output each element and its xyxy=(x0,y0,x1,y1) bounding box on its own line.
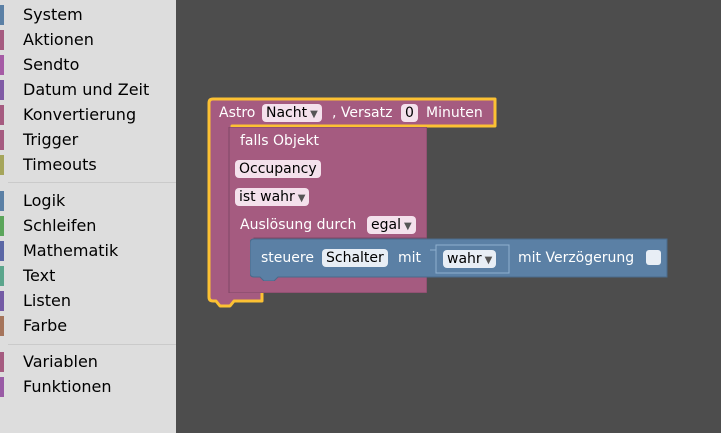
trigger-dropdown[interactable]: egal▼ xyxy=(367,216,416,234)
object-value: Occupancy xyxy=(239,161,317,177)
dropdown-arrow-icon: ▼ xyxy=(484,255,493,266)
toolbox-separator xyxy=(8,182,176,183)
unit-label: Minuten xyxy=(426,105,483,121)
dropdown-arrow-icon: ▼ xyxy=(310,109,318,120)
value-dropdown[interactable]: wahr▼ xyxy=(443,250,497,268)
category-label: Trigger xyxy=(23,130,79,149)
target-value: Schalter xyxy=(326,250,384,266)
category-label: Schleifen xyxy=(23,216,97,235)
category-schleifen[interactable]: Schleifen xyxy=(0,215,176,237)
versatz-label: , Versatz xyxy=(332,105,393,121)
category-color-bar xyxy=(0,241,4,261)
offset-input[interactable]: 0 xyxy=(401,104,418,122)
category-trigger[interactable]: Trigger xyxy=(0,129,176,151)
toolbox-separator xyxy=(8,344,176,345)
category-color-bar xyxy=(0,352,4,372)
category-mathematik[interactable]: Mathematik xyxy=(0,240,176,262)
toolbox: System Aktionen Sendto Datum und Zeit Ko… xyxy=(0,0,176,433)
category-label: Timeouts xyxy=(23,155,97,174)
dropdown-arrow-icon: ▼ xyxy=(403,221,412,232)
category-color-bar xyxy=(0,316,4,336)
category-label: Text xyxy=(23,266,56,285)
category-farbe[interactable]: Farbe xyxy=(0,315,176,337)
category-color-bar xyxy=(0,191,4,211)
category-label: Logik xyxy=(23,191,66,210)
target-field[interactable]: Schalter xyxy=(322,249,388,267)
category-color-bar xyxy=(0,216,4,236)
astro-event-dropdown[interactable]: Nacht▼ xyxy=(262,104,322,122)
falls-label: falls Objekt xyxy=(240,133,320,149)
condition-value: ist wahr xyxy=(239,189,295,205)
category-color-bar xyxy=(0,30,4,50)
category-color-bar xyxy=(0,80,4,100)
category-color-bar xyxy=(0,105,4,125)
category-color-bar xyxy=(0,291,4,311)
category-text[interactable]: Text xyxy=(0,265,176,287)
delay-checkbox[interactable] xyxy=(646,250,661,265)
category-timeouts[interactable]: Timeouts xyxy=(0,154,176,176)
trigger-label: Auslösung durch xyxy=(240,217,357,233)
steuere-label: steuere xyxy=(261,250,314,266)
category-funktionen[interactable]: Funktionen xyxy=(0,376,176,398)
blockly-workspace[interactable]: Astro Nacht▼ , Versatz 0 Minuten falls O… xyxy=(176,0,721,433)
category-label: Konvertierung xyxy=(23,105,137,124)
trigger-value: egal xyxy=(371,217,401,233)
category-label: Aktionen xyxy=(23,30,94,49)
category-system[interactable]: System xyxy=(0,4,176,26)
category-color-bar xyxy=(0,155,4,175)
category-label: Farbe xyxy=(23,316,68,335)
astro-label: Astro xyxy=(219,105,256,121)
category-label: Listen xyxy=(23,291,71,310)
condition-dropdown[interactable]: ist wahr▼ xyxy=(235,188,310,206)
category-aktionen[interactable]: Aktionen xyxy=(0,29,176,51)
delay-label: mit Verzögerung xyxy=(518,250,635,266)
category-konvertierung[interactable]: Konvertierung xyxy=(0,104,176,126)
dropdown-arrow-icon: ▼ xyxy=(297,193,306,204)
category-color-bar xyxy=(0,130,4,150)
category-label: Funktionen xyxy=(23,377,112,396)
category-label: Mathematik xyxy=(23,241,119,260)
astro-event-value: Nacht xyxy=(266,105,308,121)
value-value: wahr xyxy=(447,251,482,267)
category-color-bar xyxy=(0,55,4,75)
object-field[interactable]: Occupancy xyxy=(235,160,321,178)
offset-value: 0 xyxy=(405,105,414,121)
category-label: Sendto xyxy=(23,55,80,74)
category-listen[interactable]: Listen xyxy=(0,290,176,312)
category-label: Datum und Zeit xyxy=(23,80,150,99)
category-color-bar xyxy=(0,266,4,286)
category-datum-und-zeit[interactable]: Datum und Zeit xyxy=(0,79,176,101)
category-color-bar xyxy=(0,5,4,25)
mit-label: mit xyxy=(398,250,422,266)
category-logik[interactable]: Logik xyxy=(0,190,176,212)
category-label: System xyxy=(23,5,83,24)
category-label: Variablen xyxy=(23,352,98,371)
category-color-bar xyxy=(0,377,4,397)
category-variablen[interactable]: Variablen xyxy=(0,351,176,373)
category-sendto[interactable]: Sendto xyxy=(0,54,176,76)
